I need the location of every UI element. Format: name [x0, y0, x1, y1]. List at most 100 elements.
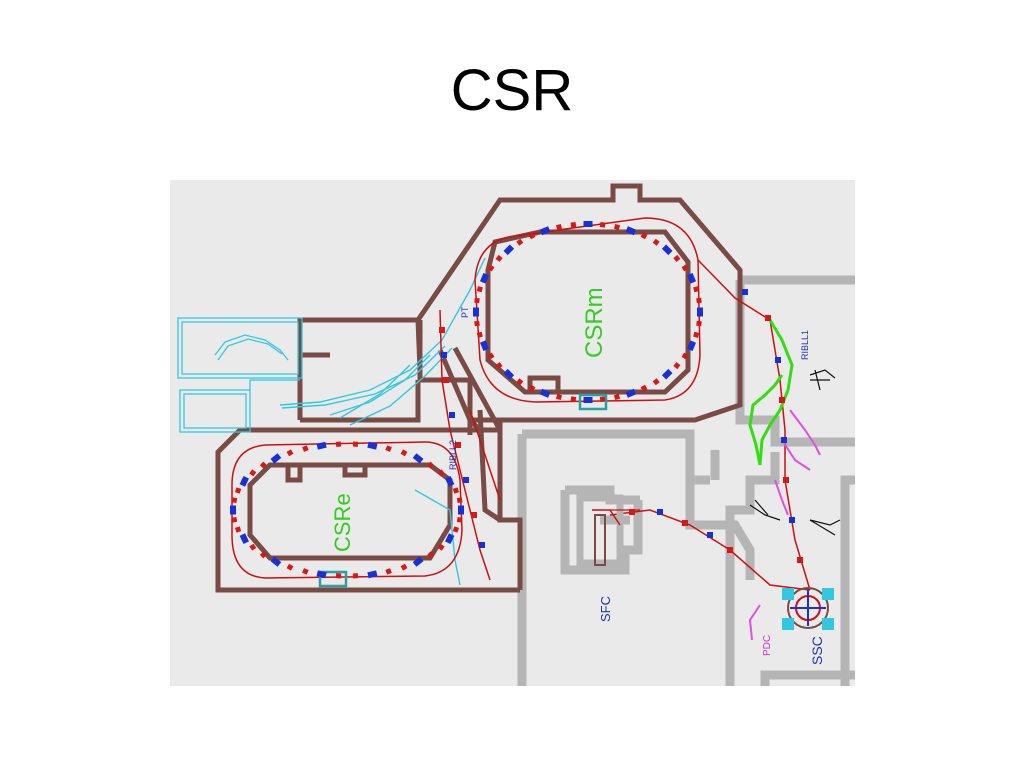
dipole-magnet [367, 441, 378, 450]
quadrupole-magnet [352, 441, 359, 447]
dipole-magnet [270, 556, 282, 567]
quadrupole-magnet [259, 551, 267, 559]
beamline-magnet [657, 509, 663, 515]
quadrupole-magnet [231, 516, 238, 523]
dipole-magnet [697, 307, 703, 317]
quadrupole-magnet [400, 563, 408, 571]
dipole-magnet [412, 453, 424, 464]
beamline-magnet [779, 397, 785, 403]
quadrupole-magnet [599, 396, 606, 403]
quadrupole-magnet [231, 497, 238, 504]
quadrupole-magnet [352, 573, 359, 579]
line-magnets [439, 289, 803, 563]
target-stations [749, 369, 841, 536]
label-pdc: PDC [762, 635, 773, 656]
quadrupole-magnet [599, 221, 606, 228]
floor-background [170, 180, 855, 686]
dipole-magnet [445, 476, 455, 487]
quadrupole-magnet [302, 445, 309, 452]
quadrupole-magnet [474, 297, 480, 304]
injector-hall [177, 317, 303, 433]
quadrupole-magnet [385, 445, 392, 452]
quadrupole-magnet [673, 362, 681, 370]
quadrupole-magnet [652, 378, 660, 386]
csrm-ring [474, 217, 701, 403]
dipole-magnet [270, 453, 282, 464]
quadrupole-magnet [286, 563, 294, 571]
quadrupole-magnet [452, 526, 460, 533]
dipole-magnet [230, 505, 236, 515]
dipole-magnet [583, 397, 593, 403]
beamline-magnet [443, 377, 449, 383]
quadrupole-magnet [286, 449, 294, 457]
dipole-magnet [316, 441, 327, 450]
quadrupole-magnet [437, 543, 445, 551]
quadrupole-magnet [456, 516, 463, 523]
quadrupole-magnet [452, 487, 460, 494]
quadrupole-magnet [259, 461, 267, 469]
beamline-magnet [727, 547, 733, 553]
quadrupole-magnet [437, 469, 445, 477]
dipole-magnet [458, 505, 464, 515]
beamline-magnet [449, 412, 455, 418]
beamline-magnet [783, 477, 789, 483]
quadrupole-magnet [335, 441, 342, 447]
quadrupole-magnet [427, 551, 435, 559]
quadrupole-magnet [495, 254, 503, 262]
ssc-cyclotron [782, 587, 834, 630]
quadrupole-magnet [696, 297, 702, 304]
quadrupole-magnet [528, 232, 536, 240]
beamline-magnet [471, 512, 477, 518]
beamline-magnet [742, 289, 748, 295]
csrm-magnets [473, 221, 703, 403]
dipole-magnet [445, 533, 455, 544]
csre-magnets [230, 441, 464, 579]
dipole-magnet [583, 221, 593, 227]
quadrupole-magnet [487, 352, 495, 360]
quadrupole-magnet [681, 264, 689, 272]
beamline-magnet [479, 542, 485, 548]
beamline-magnet [797, 557, 803, 563]
beamline-magnet [781, 437, 787, 443]
quadrupole-magnet [400, 449, 408, 457]
beamline-magnet [789, 517, 795, 523]
sfc-hall [576, 494, 640, 567]
magenta-lines [748, 409, 821, 641]
quadrupole-magnet [696, 320, 702, 327]
beamline-magnet [765, 315, 771, 321]
beamline-magnet [629, 509, 635, 515]
quadrupole-magnet [516, 238, 524, 246]
beamline-magnet [707, 532, 713, 538]
quadrupole-magnet [302, 568, 309, 575]
quadrupole-magnet [570, 396, 577, 403]
quadrupole-magnet [476, 286, 483, 293]
beamline-magnet [455, 442, 461, 448]
quadrupole-magnet [249, 543, 257, 551]
quadrupole-magnet [476, 331, 483, 338]
dipole-magnet [239, 476, 249, 487]
dipole-magnet [539, 388, 551, 398]
dipole-magnet [539, 226, 551, 236]
dipole-magnet [687, 340, 696, 352]
quadrupole-magnet [385, 568, 392, 575]
quadrupole-magnet [613, 223, 621, 231]
quadrupole-magnet [640, 232, 648, 240]
dipole-magnet [239, 533, 249, 544]
dipole-magnet [661, 244, 673, 256]
quadrupole-magnet [555, 393, 563, 401]
dipole-magnet [661, 368, 673, 380]
dipole-magnet [503, 244, 515, 256]
quadrupole-magnet [456, 497, 463, 504]
beamline-magnet [439, 327, 445, 333]
ssc-building-walls [517, 275, 855, 686]
quadrupole-magnet [427, 461, 435, 469]
dipole-magnet [412, 556, 424, 567]
dipole-magnet [480, 340, 489, 352]
quadrupole-magnet [693, 331, 700, 338]
quadrupole-magnet [516, 378, 524, 386]
slide-title: CSR [450, 58, 574, 123]
csr-layout-diagram: CSRm CSRe SFC SSC PDC RIBLL1 RIBLL2 PT [170, 180, 855, 686]
quadrupole-magnet [234, 487, 242, 494]
quadrupole-magnet [249, 469, 257, 477]
quadrupole-magnet [528, 384, 536, 392]
